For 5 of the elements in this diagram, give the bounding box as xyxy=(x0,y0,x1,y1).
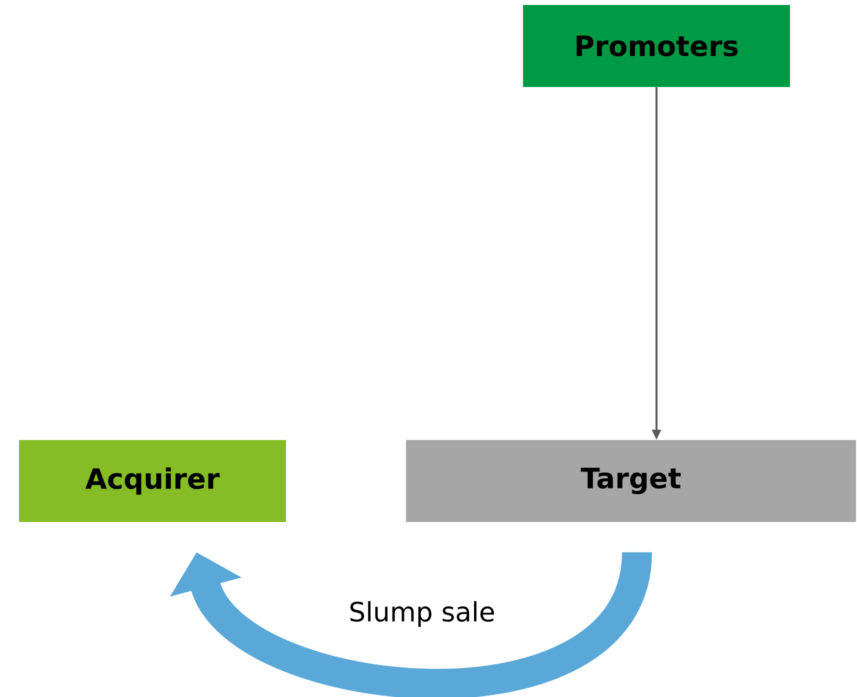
arrow xyxy=(170,550,652,697)
process-box: Target xyxy=(406,440,856,522)
edge-label: Slump sale xyxy=(346,598,498,630)
process-box: Promoters xyxy=(523,5,790,87)
process-box: Acquirer xyxy=(19,440,286,522)
